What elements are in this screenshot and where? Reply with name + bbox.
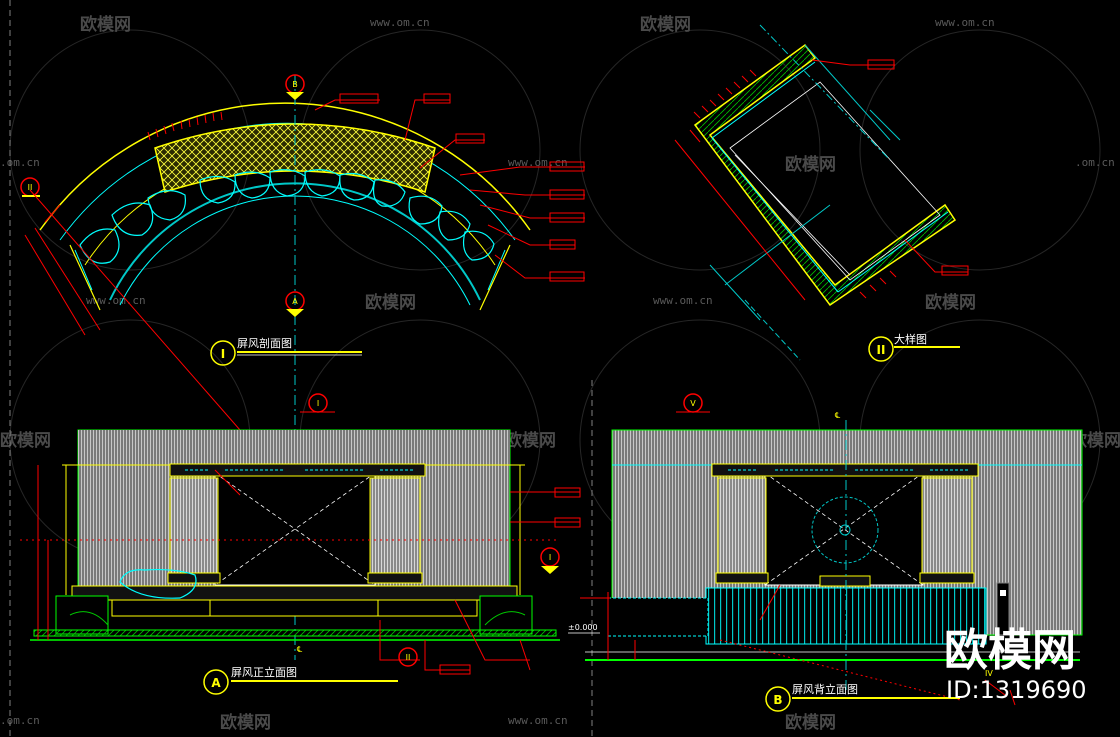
view-title: 大样图 [894,332,927,346]
watermark-url: www.om.cn [508,156,568,169]
detail-view: II 大样图 [674,24,969,362]
section-plan-title: I 屏风剖面图 [210,336,362,366]
view-title: 屏风剖面图 [237,336,292,350]
front-elevation-view: I I II ℄ A 屏风正立面图 [20,393,581,695]
stamp-brand: 欧模网 [944,625,1076,676]
watermark-url: .om.cn [0,714,40,727]
watermark-url: www.om.cn [653,294,713,307]
watermark-brand: 欧模网 [220,712,271,733]
view-symbol: II [877,343,886,357]
watermark-brand: 欧模网 [925,292,976,313]
view-symbol: B [773,693,782,707]
cut-marker-v: V [676,393,710,413]
watermark-brand: 欧模网 [785,154,836,175]
watermark-url: www.om.cn [935,16,995,29]
marker-label: I [317,399,319,408]
section-marker-a: A [285,291,305,317]
marker-label: II [406,653,411,662]
marker-label: II [28,183,33,192]
stamp-id: ID:1319690 [946,676,1087,704]
centerline-symbol: ℄ [835,411,841,420]
view-symbol: A [211,676,221,690]
watermark-url: .om.cn [1075,156,1115,169]
marker-label: B [292,80,298,89]
section-marker-b: B [285,74,305,100]
watermark-url: .om.cn [0,156,40,169]
detail-title: II 大样图 [868,332,960,362]
marker-label: I [549,553,551,562]
marker-label: A [292,297,298,306]
sofa-cushions [79,169,495,264]
watermark-brand: 欧模网 [0,430,51,451]
view-symbol: I [221,347,225,361]
dimension-lines [24,204,101,336]
cut-marker-ii-bottom: II [398,647,418,667]
level-mark: ±0.000 [568,623,598,632]
frame-lines [9,0,593,737]
watermark-brand: 欧模网 [80,14,131,35]
cut-marker-iv: IV [985,669,993,678]
back-elevation-title: B 屏风背立面图 [765,682,960,712]
cut-marker-i-top: I [300,393,335,413]
detail-marker-ii: II [20,177,40,197]
view-title: 屏风正立面图 [231,665,297,679]
marker-label: V [690,399,696,408]
leader-lines [29,93,585,431]
centerline-symbol: ℄ [297,645,303,654]
watermark-brand: 欧模网 [505,430,556,451]
watermark-brand: 欧模网 [785,712,836,733]
watermark-brand: 欧模网 [640,14,691,35]
watermark-brand: 欧模网 [365,292,416,313]
section-plan-view: B A II [20,74,585,660]
watermark-url: www.om.cn [508,714,568,727]
watermark-url: www.om.cn [86,294,146,307]
back-elevation-view: ±0.000 V ℄ B 屏风背立面图 IV [568,393,1083,712]
watermark-url: www.om.cn [370,16,430,29]
cut-marker-i-side: I [540,547,560,574]
detail-hatch [693,43,957,307]
watermark-stamp: 欧模网 ID:1319690 [944,625,1087,704]
view-title: 屏风背立面图 [792,682,858,696]
front-elevation-title: A 屏风正立面图 [203,665,398,695]
